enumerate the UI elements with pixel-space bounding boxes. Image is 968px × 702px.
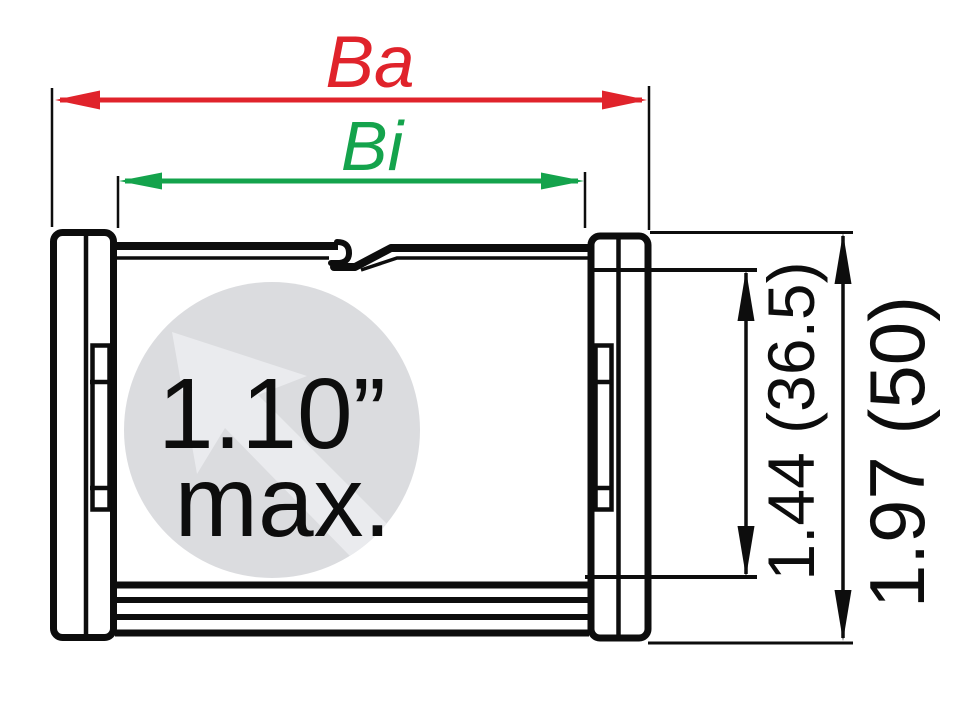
cross-section-drawing <box>50 229 757 642</box>
inner-width-arrowhead-right <box>541 172 584 190</box>
bottom-crossbar-stack <box>115 581 589 637</box>
outer-width-arrowhead-right <box>602 90 647 110</box>
inner-width-label: Bi <box>341 107 406 185</box>
outer-height-label: 1.97 (50) <box>853 296 941 608</box>
watermark-arrow-icon <box>172 332 420 578</box>
outer-width-label: Ba <box>325 22 414 103</box>
right-side-plate <box>587 232 652 642</box>
outer-width-dimension: Ba <box>50 22 651 230</box>
inner-height-arrowhead-down <box>737 526 755 577</box>
inner-height-reference-lines <box>585 268 757 579</box>
outer-height-arrowhead-up <box>834 233 852 284</box>
max-height-note-value: 1.10” <box>158 358 386 470</box>
inner-height-arrowhead-up <box>737 270 755 321</box>
max-height-note: 1.10” max. <box>158 358 391 558</box>
left-side-plate <box>50 229 117 641</box>
inner-height-label: 1.44 (36.5) <box>754 261 828 580</box>
top-crossbar <box>117 239 592 272</box>
outer-height-dimension: 1.97 (50) <box>648 231 941 645</box>
watermark <box>124 282 420 578</box>
inner-height-dimension: 1.44 (36.5) <box>737 261 828 581</box>
inner-width-dimension: Bi <box>116 107 587 228</box>
outer-height-arrowhead-down <box>834 590 852 641</box>
outer-width-arrowhead-left <box>55 90 100 110</box>
inner-width-arrowhead-left <box>119 172 162 190</box>
max-height-note-unit: max. <box>175 446 392 558</box>
